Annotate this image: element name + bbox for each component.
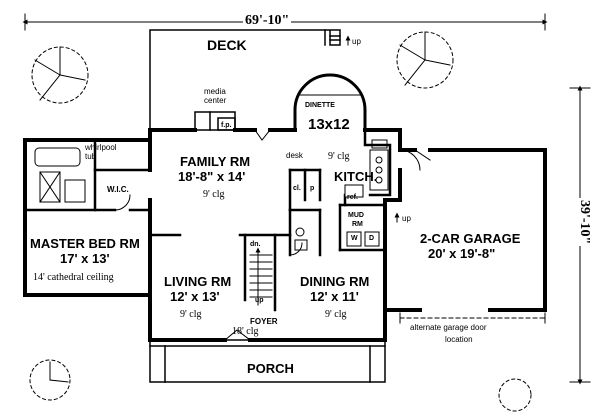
whirlpool-label-2: tub <box>85 152 97 161</box>
kitchen-fixtures <box>344 139 389 198</box>
media-center-label-1: media <box>204 87 226 96</box>
kitchen-ceiling: 9' clg <box>328 151 350 162</box>
dinette-bay <box>293 73 367 132</box>
master-bed-size: 17' x 13' <box>60 251 110 266</box>
porch-outline <box>149 339 386 383</box>
media-center-fireplace <box>194 111 236 131</box>
stair-up-label: up <box>255 297 264 304</box>
family-room-ceiling: 9' clg <box>203 189 225 200</box>
whirlpool-label-1: whirlpool <box>85 143 117 152</box>
living-room-label: LIVING RM <box>164 274 232 289</box>
deck-outline <box>149 29 341 131</box>
master-bed-label: MASTER BED RM <box>30 236 140 251</box>
tree-right <box>396 31 454 89</box>
family-room-label: FAMILY RM <box>180 154 251 169</box>
garage-size: 20' x 19'-8" <box>428 246 496 261</box>
wic-label: W.I.C. <box>107 185 129 194</box>
alt-garage-door-label-1: alternate garage door <box>410 323 487 332</box>
alt-garage-door-label-2: location <box>445 335 473 344</box>
garage-label: 2-CAR GARAGE <box>420 231 521 246</box>
mud-room-label-1: MUD <box>348 212 364 219</box>
master-bed-ceiling: 14' cathedral ceiling <box>33 272 114 283</box>
deck-up-label: up <box>352 37 361 46</box>
washer-label: W <box>351 235 358 242</box>
deck-label: DECK <box>207 37 247 53</box>
dinette-size: 13x12 <box>308 116 350 133</box>
alt-garage-door <box>399 312 546 324</box>
family-room-size: 18'-8" x 14' <box>178 169 246 184</box>
bath-fixtures <box>34 147 380 251</box>
stairs <box>249 247 273 306</box>
garage-up-label: up <box>402 214 411 223</box>
shrub-bottom-right <box>498 378 532 412</box>
closet-label: cl. <box>293 185 301 192</box>
living-room-ceiling: 9' clg <box>180 309 202 320</box>
tree-left <box>31 46 89 104</box>
media-center-label-2: center <box>204 96 227 105</box>
overall-depth-label: 39'-10" <box>577 198 592 247</box>
overall-width-label: 69'-10" <box>243 13 292 28</box>
dining-room-label: DINING RM <box>300 274 370 289</box>
interior-walls <box>23 128 392 312</box>
mud-room-label-2: RM <box>352 221 363 228</box>
desk-label: desk <box>286 151 303 160</box>
refrigerator-label: ref. <box>347 194 358 201</box>
dinette-label: DINETTE <box>305 102 335 109</box>
foyer-label: FOYER <box>250 317 278 326</box>
stair-down-label: dn. <box>250 241 261 248</box>
door-swings <box>114 129 431 341</box>
exterior-walls <box>23 128 547 342</box>
pantry-label: p <box>310 185 315 192</box>
living-room-size: 12' x 13' <box>170 289 220 304</box>
dining-room-ceiling: 9' clg <box>325 309 347 320</box>
dining-room-size: 12' x 11' <box>310 289 359 304</box>
dryer-label: D <box>369 235 375 242</box>
up-arrows <box>345 35 400 223</box>
foyer-ceiling: 18' clg <box>232 326 259 337</box>
kitchen-label: KITCH. <box>334 169 378 184</box>
porch-label: PORCH <box>247 361 294 376</box>
fireplace-label: f.p. <box>221 122 232 129</box>
shrub-bottom-left <box>29 359 71 401</box>
